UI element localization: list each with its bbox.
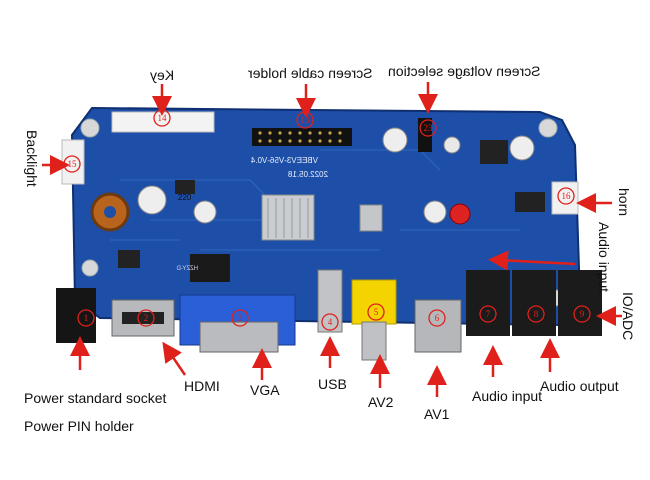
label-screen-cable-holder: Screen cable holder bbox=[248, 65, 373, 81]
marker-group bbox=[63, 109, 591, 331]
capacitor bbox=[193, 200, 217, 224]
label-av1: AV1 bbox=[424, 406, 450, 422]
label-io-adc: IO/ADC bbox=[620, 292, 636, 341]
label-horn: horn bbox=[616, 188, 632, 217]
marker-9: 9 bbox=[580, 309, 585, 319]
power-socket bbox=[56, 288, 96, 343]
marker-16: 16 bbox=[562, 191, 572, 201]
marker-6: 6 bbox=[435, 313, 440, 323]
marker-1: 1 bbox=[84, 313, 89, 323]
audio-jack-7 bbox=[466, 270, 510, 336]
label-power-pin-holder: Power PIN holder bbox=[24, 418, 134, 434]
marker-13: 13 bbox=[301, 115, 311, 125]
capacitor bbox=[382, 127, 408, 153]
crystal bbox=[359, 204, 383, 232]
ic-chip bbox=[515, 192, 545, 212]
chip-code-text: HZZY-D bbox=[176, 266, 198, 272]
marker-15: 15 bbox=[68, 159, 78, 169]
callout-arrows bbox=[42, 82, 622, 397]
board-model-text: VBEEV3-V56-V0.4 bbox=[250, 156, 318, 165]
audio-jack-9 bbox=[558, 270, 602, 336]
marker-14: 14 bbox=[158, 113, 168, 123]
label-power-standard-socket: Power standard socket bbox=[24, 390, 167, 406]
marker-7: 7 bbox=[486, 309, 491, 319]
label-audio-input-right: Audio input bbox=[596, 222, 612, 293]
marker-23: 23 bbox=[424, 123, 434, 133]
horn-connector bbox=[551, 181, 579, 215]
heatsink bbox=[261, 194, 315, 241]
screen-cable-header bbox=[252, 128, 352, 146]
ic-chip bbox=[190, 254, 230, 282]
capacitor bbox=[509, 135, 535, 161]
capacitor bbox=[423, 200, 447, 224]
audio-jack-8 bbox=[512, 270, 556, 336]
label-audio-output: Audio output bbox=[540, 378, 619, 394]
ic-chip bbox=[480, 140, 508, 164]
marker-2: 2 bbox=[144, 313, 149, 323]
label-usb: USB bbox=[318, 376, 347, 392]
marker-3: 3 bbox=[238, 313, 243, 323]
label-hdmi: HDMI bbox=[184, 378, 220, 394]
capacitor bbox=[137, 185, 167, 215]
label-screen-voltage-selection: Screen voltage selection bbox=[388, 63, 541, 79]
label-vga: VGA bbox=[250, 382, 280, 398]
board-date-text: 2022.05.18 bbox=[287, 170, 328, 179]
marker-8: 8 bbox=[534, 309, 539, 319]
label-audio-input-bottom: Audio input bbox=[472, 388, 543, 404]
av2-connector bbox=[351, 279, 397, 325]
capacitor bbox=[449, 203, 471, 225]
inductor-value-text: 220 bbox=[178, 193, 192, 202]
marker-5: 5 bbox=[374, 307, 379, 317]
label-key: Key bbox=[150, 67, 175, 83]
label-backlight: Backlight bbox=[24, 130, 40, 187]
label-av2: AV2 bbox=[368, 394, 394, 410]
marker-4: 4 bbox=[328, 317, 333, 327]
